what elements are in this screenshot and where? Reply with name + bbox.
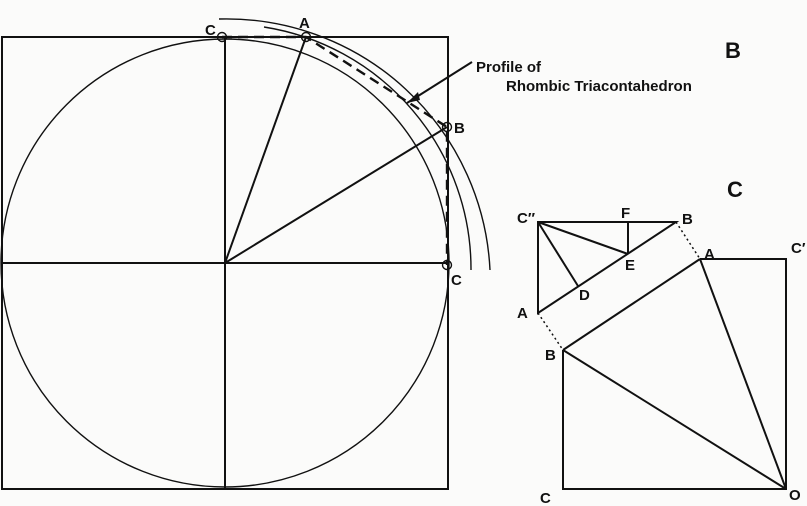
dotted-a-b	[537, 312, 564, 351]
figure-b: B Profile of Rhombic Triacontahedron C A…	[0, 15, 741, 490]
profile-note-line2: Rhombic Triacontahedron	[506, 78, 692, 95]
label-b-left: B	[545, 347, 556, 364]
square-outline	[562, 258, 787, 490]
label-c-top: C	[205, 22, 216, 39]
middle-arc	[263, 26, 472, 271]
label-e: E	[625, 257, 635, 274]
figure-c-title: C	[727, 177, 743, 202]
label-f: F	[621, 205, 630, 222]
diagonal-b-o	[562, 349, 787, 490]
label-a-left: A	[517, 305, 528, 322]
vertex-b	[441, 121, 453, 133]
label-a-right: A	[704, 246, 715, 263]
label-a: A	[299, 15, 310, 32]
profile-note-line1: Profile of	[476, 59, 542, 76]
leader-arrowhead	[407, 92, 420, 103]
segment-c-d	[537, 221, 579, 287]
radius-to-b	[224, 126, 448, 264]
figure-b-title: B	[725, 38, 741, 63]
label-c-bottom: C	[540, 490, 551, 506]
vertex-c-right	[441, 259, 453, 271]
vertex-c-top	[216, 31, 228, 43]
radius-to-a	[224, 36, 307, 264]
vertex-a	[300, 31, 312, 43]
label-d: D	[579, 287, 590, 304]
figure-c: C C″ F B E D A A C′ B C O	[517, 177, 806, 506]
segment-c-e	[537, 221, 629, 255]
dotted-b-a	[675, 221, 701, 260]
label-c-right: C	[451, 272, 462, 289]
outer-arc	[218, 18, 491, 271]
profile-outline	[222, 35, 449, 265]
triangle-c-b-a	[537, 221, 680, 315]
edge-b-a	[562, 258, 701, 351]
diagonal-a-o	[699, 258, 787, 490]
label-b: B	[454, 120, 465, 137]
label-b-top: B	[682, 211, 693, 228]
label-c-prime: C′	[791, 240, 806, 257]
label-c-double-prime: C″	[517, 210, 535, 227]
label-o: O	[789, 487, 801, 504]
